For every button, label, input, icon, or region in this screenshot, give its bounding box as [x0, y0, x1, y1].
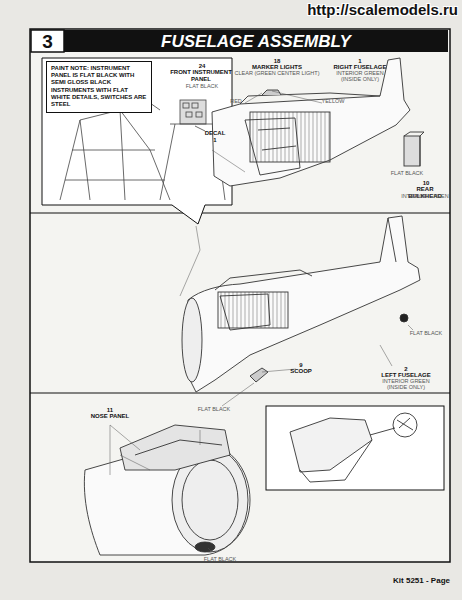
part-name: SCOOP — [284, 368, 318, 375]
callout-number: 11 — [80, 407, 140, 414]
page-footer: Kit 5251 - Page — [340, 577, 450, 586]
paint-note: YELLOW — [318, 98, 348, 104]
callout-number: 2 — [368, 366, 444, 373]
callout-number: 24 — [172, 63, 232, 70]
paint-note: FLAT BLACK — [390, 170, 424, 176]
part-name: MARKER LIGHTS — [242, 64, 312, 71]
callout-number: 10 — [402, 180, 450, 187]
paint-note: INTERIOR GREEN (INSIDE ONLY) — [372, 378, 440, 390]
part-name: LEFT FUSELAGE — [368, 372, 444, 379]
decal-callout: DECAL 1 — [203, 130, 227, 143]
part-name: RIGHT FUSELAGE — [322, 64, 398, 71]
part-name: FRONT INSTRUMENT PANEL — [170, 69, 232, 82]
paint-note: INTERIOR GREEN — [400, 193, 450, 199]
step-number: 3 — [32, 32, 63, 53]
paint-note: FLAT BLACK — [172, 83, 232, 89]
paint-note: FLAT BLACK — [406, 330, 446, 336]
paint-note: FLAT BLACK — [196, 406, 232, 412]
paint-note: INTERIOR GREEN (INSIDE ONLY) — [326, 70, 394, 82]
callout-number: 18 — [242, 58, 312, 65]
paint-note: FLAT BLACK — [200, 556, 240, 562]
paint-note: RED — [226, 98, 246, 104]
callout-number: 9 — [286, 362, 316, 369]
step-title: FUSELAGE ASSEMBLY — [66, 31, 446, 52]
note-box: PAINT NOTE: INSTRUMENT PANEL IS FLAT BLA… — [46, 61, 152, 113]
watermark: http://scalemodels.ru — [262, 2, 458, 19]
paint-note: CLEAR (GREEN CENTER LIGHT) — [234, 70, 320, 76]
part-name: NOSE PANEL — [80, 413, 140, 420]
callout-number: 1 — [322, 58, 398, 65]
note-text: PAINT NOTE: INSTRUMENT PANEL IS FLAT BLA… — [51, 65, 147, 108]
